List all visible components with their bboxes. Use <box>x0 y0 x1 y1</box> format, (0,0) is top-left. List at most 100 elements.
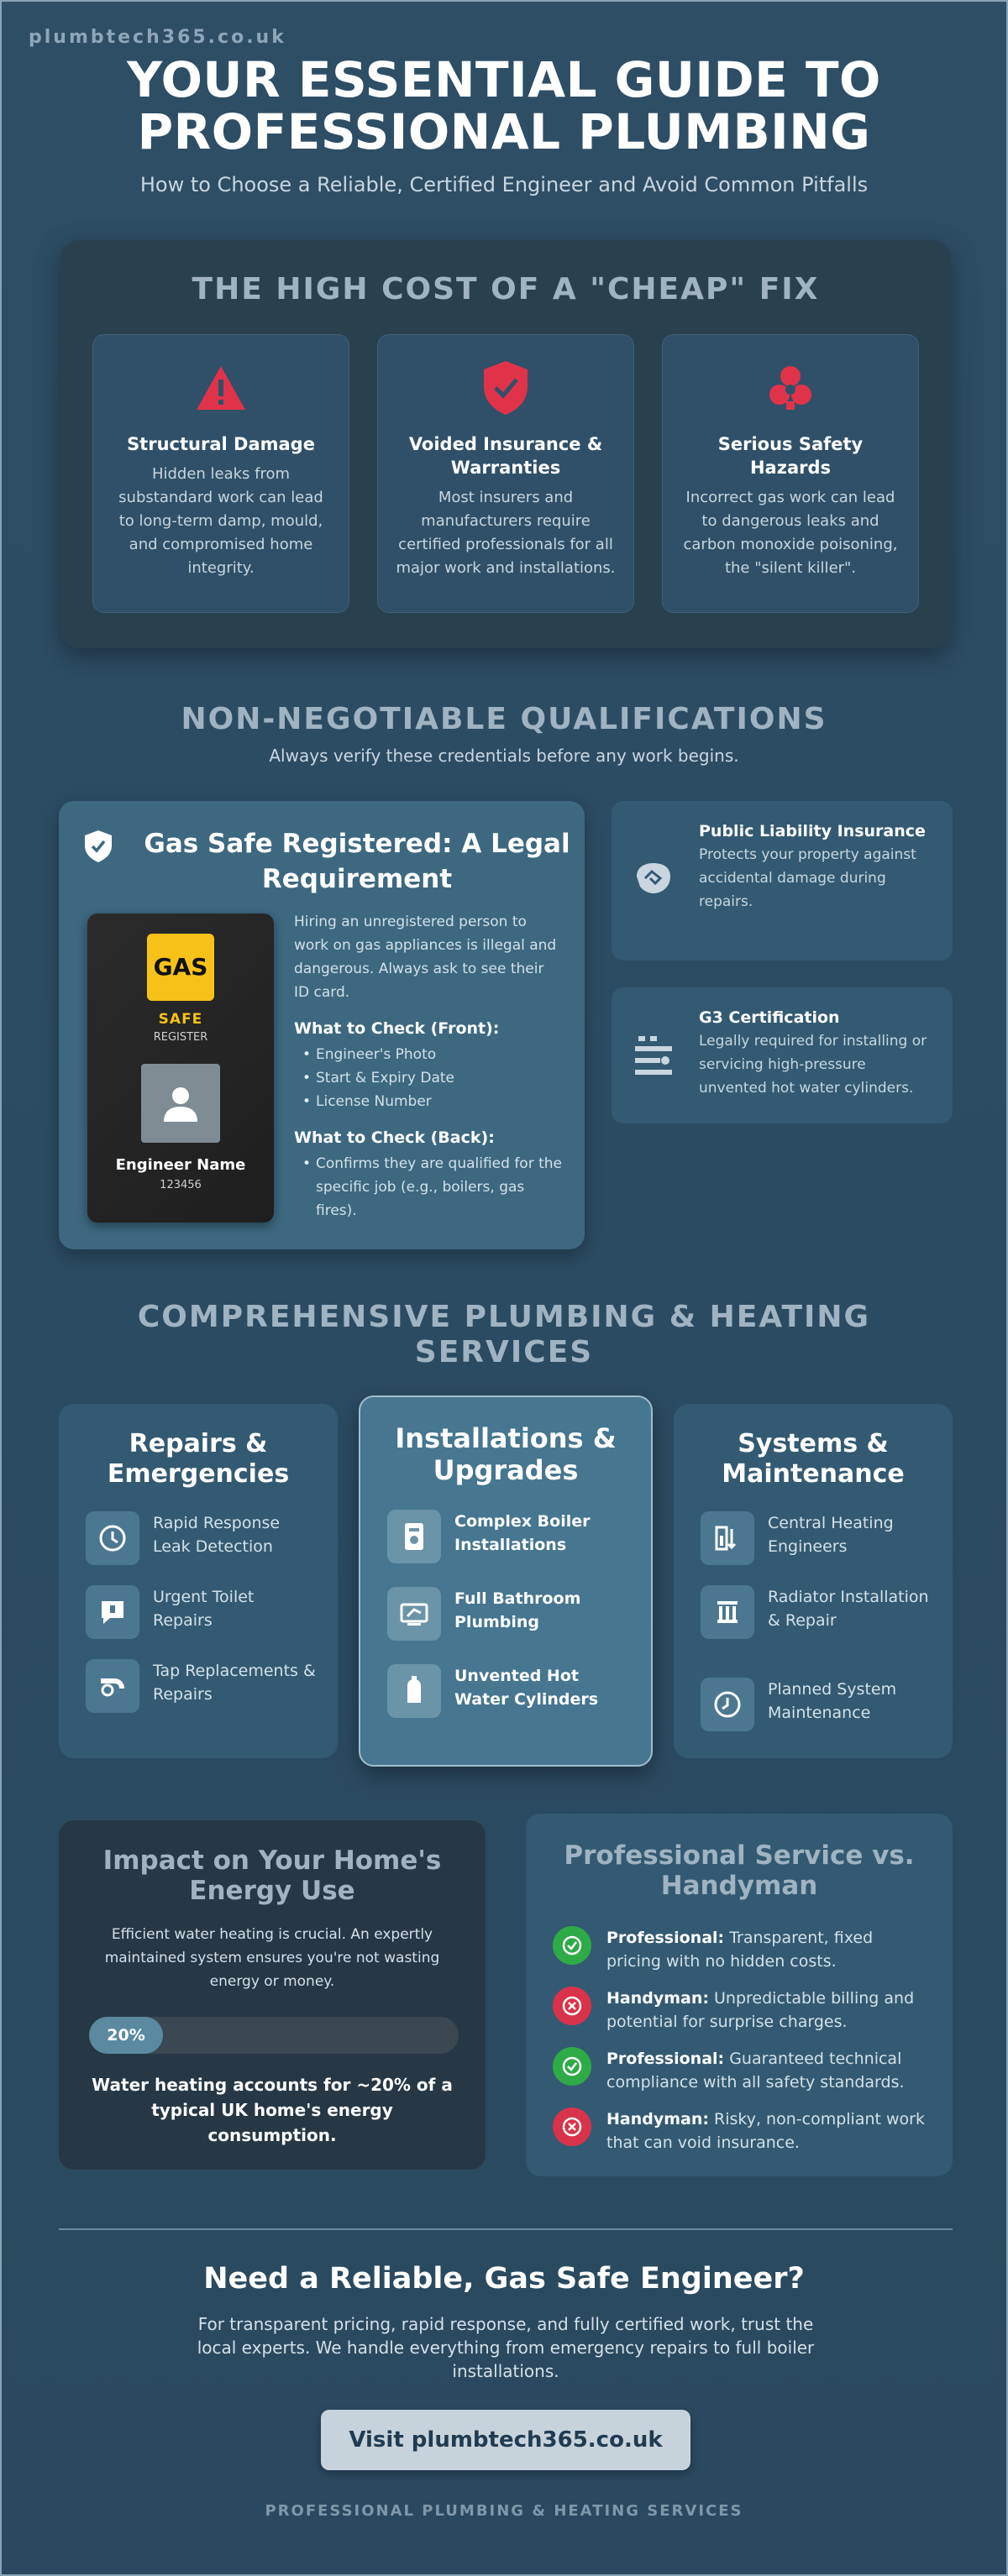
pipe-icon <box>635 1036 672 1075</box>
cost-card-title: Serious Safety Hazards <box>717 434 864 478</box>
impact-note: Water heating accounts for ~20% of a typ… <box>92 2075 453 2145</box>
versus-text: Guaranteed technical compliance with all… <box>606 2050 905 2092</box>
cylinder-icon <box>407 1676 421 1703</box>
versus-text: Risky, non-compliant work that can void … <box>606 2110 925 2152</box>
cta-title: Need a Reliable, Gas Safe Engineer? <box>203 2262 805 2296</box>
check-circle-icon <box>562 2056 582 2076</box>
schedule-clock-icon <box>714 1691 741 1718</box>
professional-vs-handyman-card: Professional Service vs. Handyman Profes… <box>526 1814 953 2176</box>
section-divider <box>59 2228 953 2230</box>
cost-card-structural: Structural Damage Hidden leaks from subs… <box>92 334 349 613</box>
list-item: Engineer's Photo <box>302 1043 563 1066</box>
cta-text: For transparent pricing, rapid response,… <box>197 2314 815 2381</box>
service-item-label: Radiator Installation & Repair <box>768 1588 929 1630</box>
side-card-title: Public Liability Insurance <box>699 822 926 840</box>
shield-check-icon <box>85 830 112 862</box>
id-photo <box>141 1064 220 1143</box>
service-column-repairs: Repairs & Emergencies Rapid Response Lea… <box>59 1404 338 1758</box>
shield-check-icon <box>484 361 528 415</box>
radiator-icon <box>717 1601 738 1623</box>
service-item: Full Bathroom Plumbing <box>387 1587 619 1641</box>
footer-tagline: PROFESSIONAL PLUMBING & HEATING SERVICES <box>265 2502 743 2520</box>
versus-text: Transparent, fixed pricing with no hidde… <box>606 1929 874 1971</box>
person-icon <box>164 1087 197 1122</box>
service-item: Unvented Hot Water Cylinders <box>387 1664 619 1718</box>
x-circle-icon <box>562 2117 582 2137</box>
cost-title: THE HIGH COST OF A "CHEAP" FIX <box>192 272 820 306</box>
service-column-systems: Systems & Maintenance Central Heating En… <box>674 1404 953 1758</box>
gas-safe-intro: Hiring an unregistered person to work on… <box>294 914 557 1001</box>
id-register-label: REGISTER <box>153 1031 208 1044</box>
versus-item: Professional: Transparent, fixed pricing… <box>553 1926 926 1973</box>
impact-text: Efficient water heating is crucial. An e… <box>104 1926 440 1990</box>
brand-tag: plumbtech365.co.uk <box>29 27 286 48</box>
service-item-label: Unvented Hot Water Cylinders <box>454 1667 599 1709</box>
gas-safe-id-card: GAS SAFE REGISTER Engineer Name 123456 <box>87 914 274 1223</box>
service-column-title: Installations & Upgrades <box>395 1422 617 1486</box>
liability-insurance-card: Public Liability Insurance Protects your… <box>612 801 953 961</box>
service-item-label: Urgent Toilet Repairs <box>153 1588 255 1630</box>
tap-icon <box>101 1678 124 1697</box>
hero: YOUR ESSENTIAL GUIDE TO PROFESSIONAL PLU… <box>2 54 1006 196</box>
service-item: Central Heating Engineers <box>701 1511 932 1565</box>
page-subtitle: How to Choose a Reliable, Certified Engi… <box>139 173 869 196</box>
boiler-icon <box>405 1523 423 1550</box>
impact-title: Impact on Your Home's Energy Use <box>102 1846 442 1906</box>
biohazard-icon <box>769 366 811 410</box>
service-item-label: Central Heating Engineers <box>768 1514 894 1556</box>
list-item: Confirms they are qualified for the spec… <box>302 1152 563 1223</box>
versus-item: Handyman: Risky, non-compliant work that… <box>553 2107 926 2155</box>
page-title-line2: PROFESSIONAL PLUMBING <box>137 103 871 160</box>
qualifications-title: NON-NEGOTIABLE QUALIFICATIONS <box>181 702 827 736</box>
handshake-icon <box>637 863 670 893</box>
cost-card-text: Incorrect gas work can lead to dangerous… <box>683 489 898 577</box>
gas-safe-card: Gas Safe Registered: A Legal Requirement… <box>59 801 585 1249</box>
cost-card-text: Hidden leaks from substandard work can l… <box>118 465 323 577</box>
gas-safe-title: Gas Safe Registered: A Legal Requirement <box>144 829 570 894</box>
toilet-icon <box>102 1601 123 1624</box>
qualifications-subtitle: Always verify these credentials before a… <box>269 746 739 766</box>
cost-section: THE HIGH COST OF A "CHEAP" FIX Structura… <box>60 240 951 648</box>
versus-who: Handyman: <box>606 1989 709 2008</box>
service-item-label: Planned System Maintenance <box>768 1680 897 1722</box>
versus-title: Professional Service vs. Handyman <box>564 1840 915 1901</box>
versus-item: Professional: Guaranteed technical compl… <box>553 2047 926 2094</box>
gas-safe-logo: GAS <box>147 934 214 1001</box>
services-title-line2: SERVICES <box>414 1335 594 1369</box>
service-item-label: Rapid Response Leak Detection <box>153 1514 281 1556</box>
energy-progress-fill: 20% <box>89 2017 163 2054</box>
side-card-text: Protects your property against accidenta… <box>699 846 916 910</box>
side-card-title: G3 Certification <box>699 1008 840 1027</box>
clock-icon <box>99 1525 126 1552</box>
gas-safe-details: Hiring an unregistered person to work on… <box>294 910 563 1223</box>
cost-cards: Structural Damage Hidden leaks from subs… <box>92 334 919 613</box>
versus-who: Professional: <box>606 2050 725 2068</box>
service-item: Complex Boiler Installations <box>387 1510 619 1563</box>
service-item: Planned System Maintenance <box>701 1678 932 1731</box>
thermometer-icon <box>715 1526 737 1551</box>
service-column-installations: Installations & Upgrades Complex Boiler … <box>359 1395 653 1767</box>
service-item: Urgent Toilet Repairs <box>86 1585 318 1639</box>
id-number: 123456 <box>160 1179 202 1191</box>
g3-certification-card: G3 Certification Legally required for in… <box>612 987 953 1123</box>
bath-icon <box>400 1603 428 1626</box>
service-item-label: Complex Boiler Installations <box>454 1512 591 1554</box>
cost-card-text: Most insurers and manufacturers require … <box>396 489 616 577</box>
cost-card-insurance: Voided Insurance & Warranties Most insur… <box>377 334 634 613</box>
service-item: Tap Replacements & Repairs <box>86 1659 318 1713</box>
visit-website-button[interactable]: Visit plumbtech365.co.uk <box>321 2410 690 2470</box>
service-column-title: Systems & Maintenance <box>722 1429 905 1489</box>
page-title: YOUR ESSENTIAL GUIDE TO PROFESSIONAL PLU… <box>2 54 1006 158</box>
front-check-heading: What to Check (Front): <box>294 1019 500 1038</box>
cost-card-title: Structural Damage <box>127 434 315 454</box>
side-card-text: Legally required for installing or servi… <box>699 1033 927 1097</box>
id-safe-label: SAFE <box>158 1011 203 1028</box>
energy-progress-bar: 20% <box>89 2017 459 2054</box>
versus-item: Handyman: Unpredictable billing and pote… <box>553 1987 926 2034</box>
services-title: COMPREHENSIVE PLUMBING & HEATING SERVICE… <box>2 1300 1006 1370</box>
versus-who: Handyman: <box>606 2110 709 2128</box>
services-title-line1: COMPREHENSIVE PLUMBING & HEATING <box>137 1300 871 1334</box>
cost-card-title: Voided Insurance & Warranties <box>408 434 603 478</box>
service-item-label: Tap Replacements & Repairs <box>153 1662 316 1704</box>
